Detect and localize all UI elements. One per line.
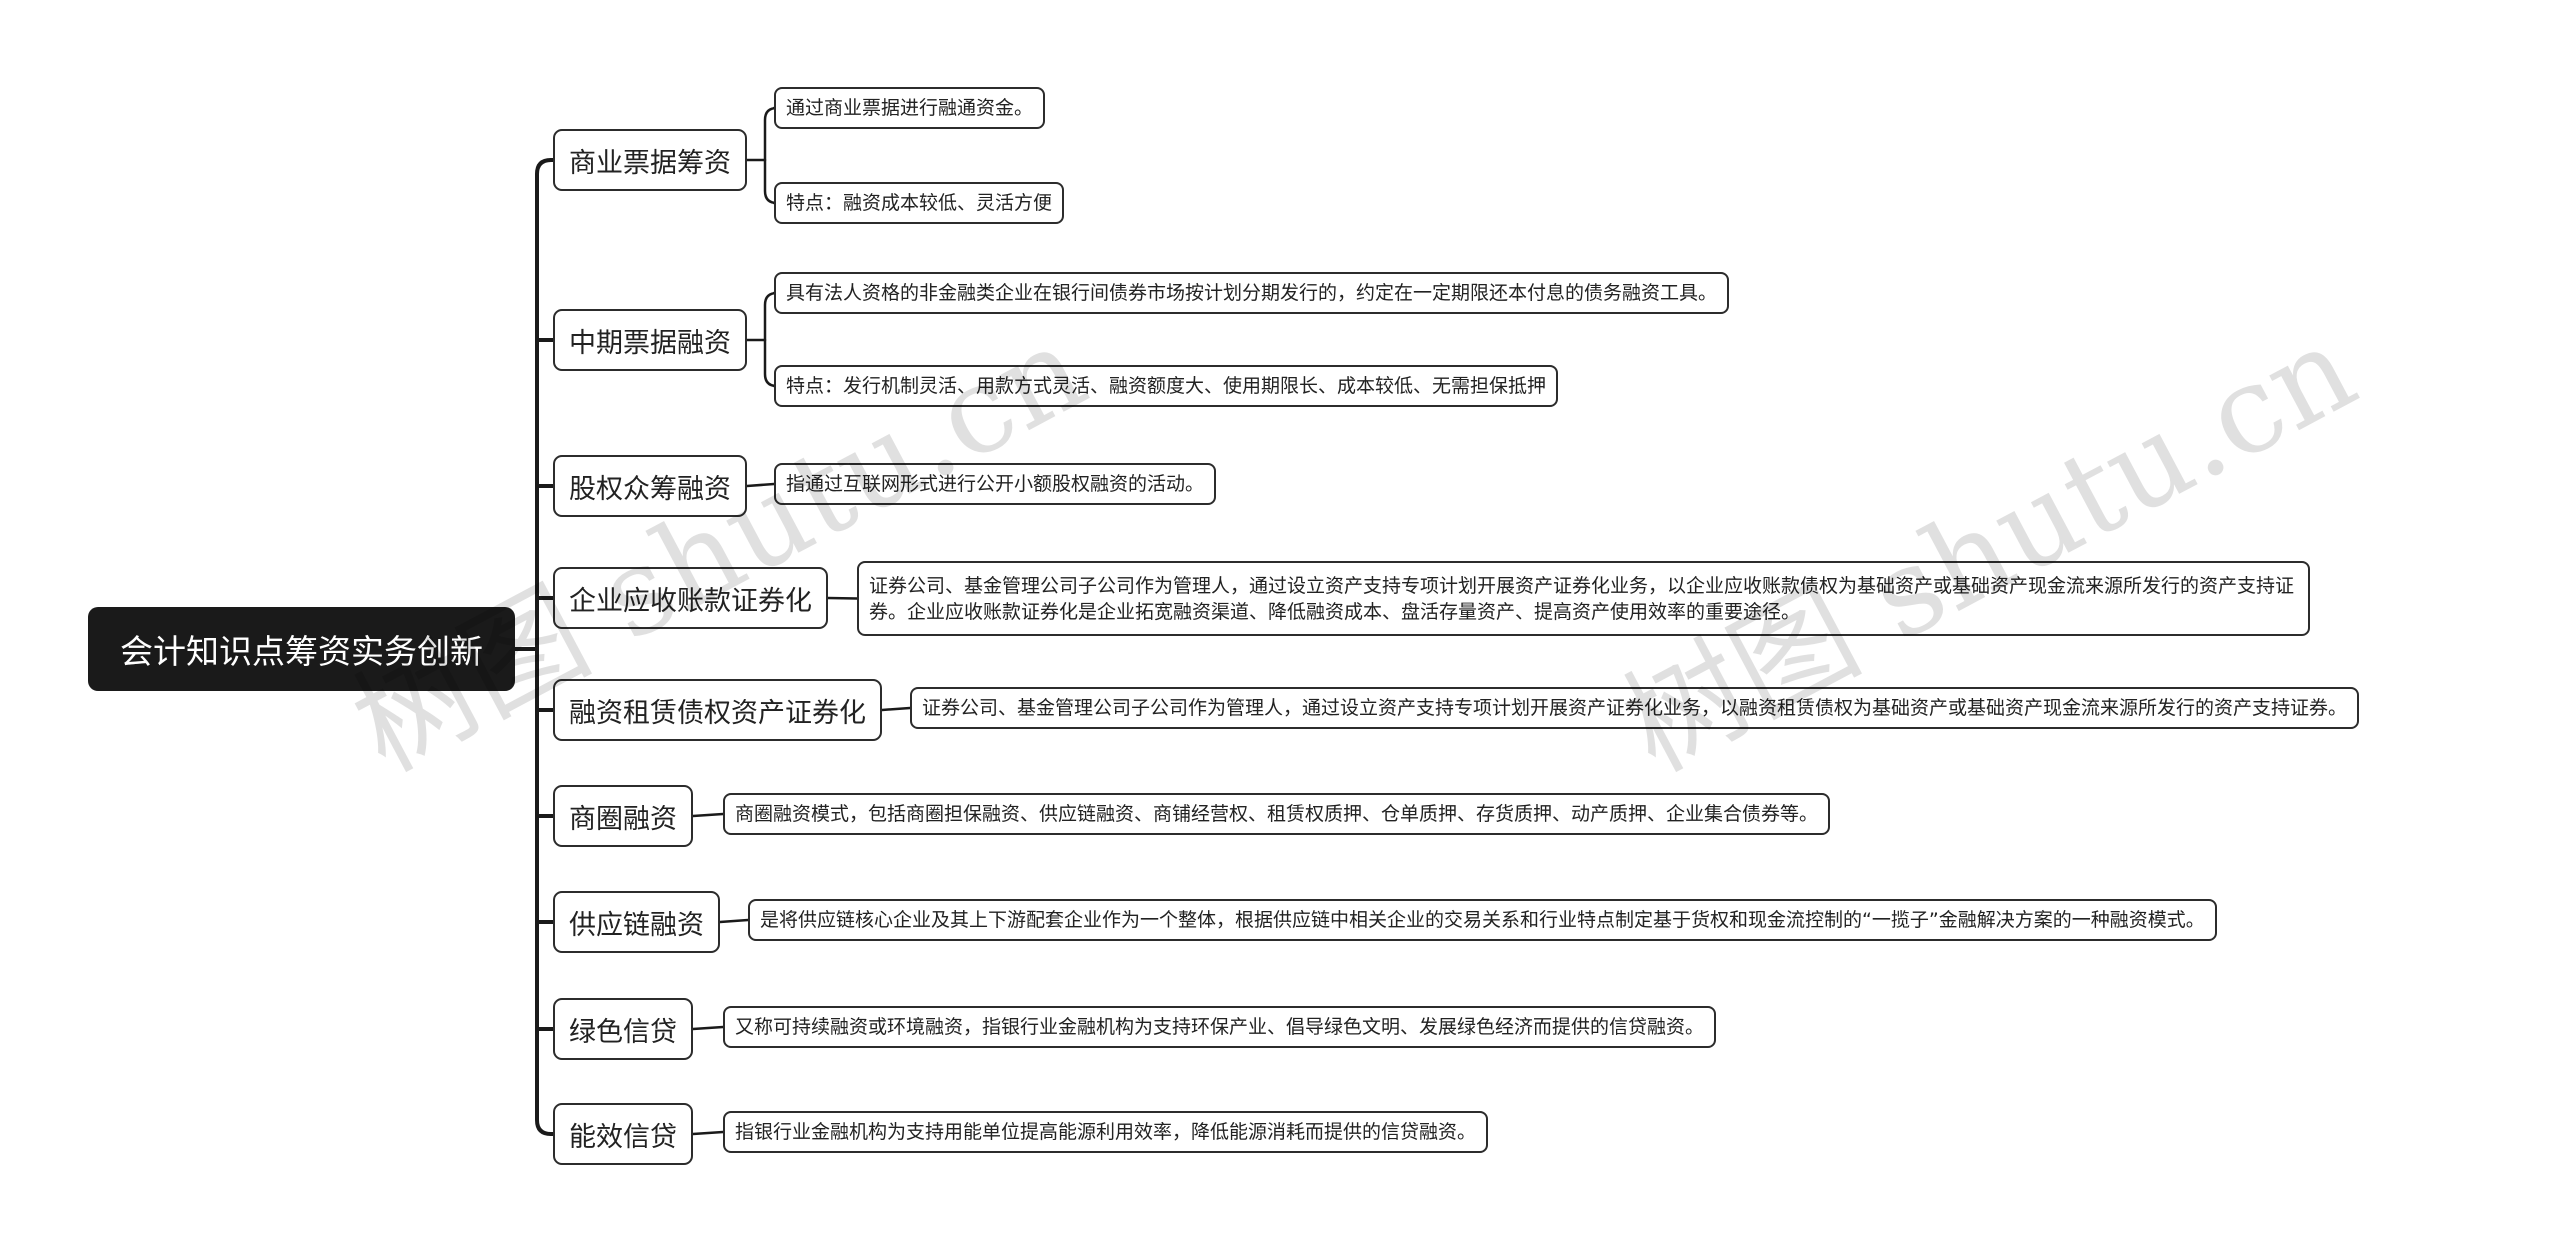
branch-business-district-financing[interactable]: 商圈融资: [553, 785, 693, 847]
branch-equity-crowdfunding[interactable]: 股权众筹融资: [553, 455, 747, 517]
leaf-energy-efficiency-credit-definition[interactable]: 指银行业金融机构为支持用能单位提高能源利用效率，降低能源消耗而提供的信贷融资。: [723, 1111, 1489, 1153]
root-topic[interactable]: 会计知识点筹资实务创新: [88, 607, 515, 691]
leaf-business-district-financing-definition[interactable]: 商圈融资模式，包括商圈担保融资、供应链融资、商铺经营权、租赁权质押、仓单质押、存…: [723, 793, 1831, 835]
connector-leaf: [826, 596, 859, 600]
connector-leaf: [718, 918, 750, 924]
leaf-leasing-securitization-definition[interactable]: 证券公司、基金管理公司子公司作为管理人，通过设立资产支持专项计划开展资产证券化业…: [910, 687, 2360, 729]
connector-leaf: [745, 482, 776, 488]
connector-leaf: [880, 706, 912, 712]
leaf-commercial-paper-definition[interactable]: 通过商业票据进行融通资金。: [774, 87, 1046, 129]
leaf-medium-term-notes-definition[interactable]: 具有法人资格的非金融类企业在银行间债券市场按计划分期发行的，约定在一定期限还本付…: [774, 272, 1730, 314]
connector-leaf: [691, 1130, 725, 1136]
connector-leaf: [691, 1025, 725, 1031]
leaf-green-credit-definition[interactable]: 又称可持续融资或环境融资，指银行业金融机构为支持环保产业、倡导绿色文明、发展绿色…: [723, 1006, 1717, 1048]
branch-receivables-securitization[interactable]: 企业应收账款证券化: [553, 567, 828, 629]
leaf-commercial-paper-features[interactable]: 特点：融资成本较低、灵活方便: [774, 182, 1065, 224]
leaf-medium-term-notes-features[interactable]: 特点：发行机制灵活、用款方式灵活、融资额度大、使用期限长、成本较低、无需担保抵押: [774, 365, 1559, 407]
connector-leaf: [763, 291, 778, 388]
branch-green-credit[interactable]: 绿色信贷: [553, 998, 693, 1060]
leaf-supply-chain-financing-definition[interactable]: 是将供应链核心企业及其上下游配套企业作为一个整体，根据供应链中相关企业的交易关系…: [748, 899, 2217, 941]
branch-medium-term-notes[interactable]: 中期票据融资: [553, 309, 747, 371]
connector-leaf: [691, 812, 725, 818]
connector-leaf: [763, 106, 778, 205]
leaf-receivables-securitization-definition[interactable]: 证券公司、基金管理公司子公司作为管理人，通过设立资产支持专项计划开展资产证券化业…: [857, 561, 2310, 636]
branch-energy-efficiency-credit[interactable]: 能效信贷: [553, 1103, 693, 1165]
branch-supply-chain-financing[interactable]: 供应链融资: [553, 891, 720, 953]
connector-trunk: [535, 158, 553, 1136]
leaf-equity-crowdfunding-definition[interactable]: 指通过互联网形式进行公开小额股权融资的活动。: [774, 463, 1217, 505]
branch-commercial-paper[interactable]: 商业票据筹资: [553, 129, 747, 191]
branch-leasing-securitization[interactable]: 融资租赁债权资产证券化: [553, 679, 882, 741]
